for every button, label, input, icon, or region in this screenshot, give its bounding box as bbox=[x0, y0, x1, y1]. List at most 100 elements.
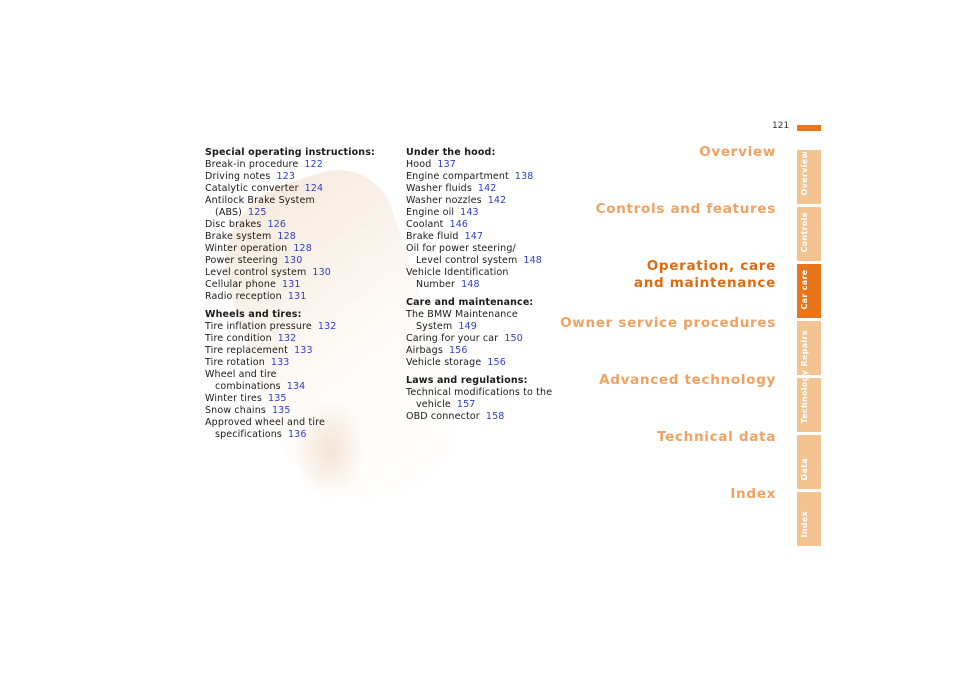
page-link[interactable]: 130 bbox=[283, 255, 303, 266]
section-heading: Wheels and tires: bbox=[205, 309, 302, 320]
page-link[interactable]: 136 bbox=[287, 429, 307, 440]
page-link[interactable]: 126 bbox=[267, 219, 287, 230]
index-entry[interactable]: Oil for power steering/Level control sys… bbox=[406, 243, 576, 267]
page-link[interactable]: 130 bbox=[312, 267, 331, 278]
page-link[interactable]: 134 bbox=[286, 381, 306, 392]
index-entry[interactable]: Engine compartment 138 bbox=[406, 171, 576, 183]
index-entry[interactable]: Level control system 130 bbox=[205, 267, 395, 279]
side-tab[interactable]: Car care bbox=[797, 264, 821, 318]
page-link[interactable]: 125 bbox=[248, 207, 267, 218]
side-tab[interactable]: Repairs bbox=[797, 321, 821, 375]
chapter-link[interactable]: Overview bbox=[699, 144, 776, 161]
page-link[interactable]: 158 bbox=[485, 411, 505, 422]
page-link[interactable]: 133 bbox=[294, 345, 313, 356]
page-link[interactable]: 128 bbox=[293, 243, 312, 254]
page-link[interactable]: 156 bbox=[448, 345, 468, 356]
entry-label: Level control system bbox=[205, 267, 307, 278]
entry-text: OBD connector 158 bbox=[406, 411, 576, 423]
page-link[interactable]: 135 bbox=[268, 393, 287, 404]
chapter-link[interactable]: Advanced technology bbox=[599, 372, 776, 389]
entry-text: (ABS)125 bbox=[205, 207, 395, 219]
index-entry[interactable]: Power steering 130 bbox=[205, 255, 395, 267]
page-link[interactable]: 131 bbox=[287, 291, 307, 302]
page-link[interactable]: 131 bbox=[282, 279, 301, 290]
side-tab[interactable]: Data bbox=[797, 435, 821, 489]
index-entry[interactable]: Winter tires 135 bbox=[205, 393, 395, 405]
page-link[interactable]: 133 bbox=[270, 357, 290, 368]
entry-label: Winter tires bbox=[205, 393, 262, 404]
page-link[interactable]: 150 bbox=[504, 333, 523, 344]
page-link[interactable]: 142 bbox=[487, 195, 507, 206]
page-link[interactable]: 146 bbox=[449, 219, 469, 230]
page-link[interactable]: 123 bbox=[276, 171, 296, 182]
page-link[interactable]: 122 bbox=[304, 159, 323, 170]
side-tab[interactable]: Controls bbox=[797, 207, 821, 261]
entry-text: The BMW Maintenance bbox=[406, 309, 576, 321]
page-link[interactable]: 128 bbox=[277, 231, 297, 242]
page-link[interactable]: 132 bbox=[277, 333, 297, 344]
chapter-link[interactable]: Controls and features bbox=[596, 201, 776, 218]
chapter-link[interactable]: Technical data bbox=[657, 429, 776, 446]
page-link[interactable]: 148 bbox=[523, 255, 542, 266]
page-link[interactable]: 143 bbox=[460, 207, 479, 218]
chapter-link[interactable]: Owner service procedures bbox=[560, 315, 776, 332]
page-link[interactable]: 142 bbox=[477, 183, 497, 194]
page-link[interactable]: 137 bbox=[437, 159, 456, 170]
entry-label: Power steering bbox=[205, 255, 278, 266]
page-link[interactable]: 149 bbox=[458, 321, 477, 332]
page-link[interactable]: 148 bbox=[461, 279, 480, 290]
entry-label: Snow chains bbox=[205, 405, 266, 416]
side-tab[interactable]: Index bbox=[797, 492, 821, 546]
side-tab-label: Car care bbox=[800, 269, 809, 310]
entry-label: OBD connector bbox=[406, 411, 480, 422]
chapter-label: Advanced technology bbox=[599, 372, 776, 388]
side-tab[interactable]: Technology bbox=[797, 370, 821, 432]
page-link[interactable]: 156 bbox=[487, 357, 506, 368]
page-link[interactable]: 157 bbox=[456, 399, 476, 410]
index-entry[interactable]: Radio reception 131 bbox=[205, 291, 395, 303]
entry-label: Radio reception bbox=[205, 291, 282, 302]
chapter-label: Index bbox=[730, 486, 776, 502]
index-entry[interactable]: Disc brakes 126 bbox=[205, 219, 395, 231]
side-tab[interactable]: Overview bbox=[797, 150, 821, 204]
chapter-link[interactable]: Index bbox=[730, 486, 776, 503]
entry-label: Engine compartment bbox=[406, 171, 509, 182]
page-link[interactable]: 124 bbox=[304, 183, 324, 194]
entry-label: Disc brakes bbox=[205, 219, 262, 230]
index-entry[interactable]: OBD connector 158 bbox=[406, 411, 576, 423]
page-link[interactable]: 147 bbox=[464, 231, 484, 242]
page-link[interactable]: 132 bbox=[317, 321, 337, 332]
index-entry[interactable]: Antilock Brake System(ABS)125 bbox=[205, 195, 395, 219]
entry-label: The BMW Maintenance bbox=[406, 309, 518, 320]
index-entry[interactable]: Snow chains 135 bbox=[205, 405, 395, 417]
page-link[interactable]: 135 bbox=[271, 405, 291, 416]
page-link[interactable]: 138 bbox=[514, 171, 534, 182]
